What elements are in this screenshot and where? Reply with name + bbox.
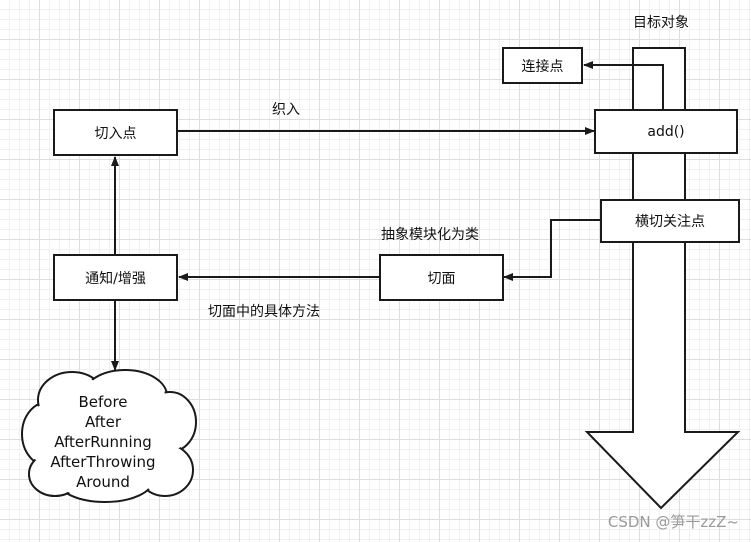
crosscutting-concern-node: 横切关注点 [600, 199, 740, 243]
crosscutting-concern-label: 横切关注点 [635, 214, 705, 230]
advice-types-list: Before After AfterRunning AfterThrowing … [28, 392, 178, 492]
advice-type-after-running: AfterRunning [54, 433, 152, 451]
join-point-node: 连接点 [502, 47, 583, 84]
edge-concern-to-aspect [503, 219, 601, 281]
edge-add-to-join-point [583, 61, 664, 111]
advice-type-around: Around [76, 473, 130, 491]
watermark: CSDN @笋干zzZ~ [607, 513, 739, 531]
weave-label: 织入 [272, 102, 300, 118]
pointcut-node: 切入点 [53, 109, 178, 156]
add-method-node: add() [594, 109, 738, 154]
join-point-label: 连接点 [521, 58, 564, 75]
add-method-label: add() [647, 123, 685, 140]
aspect-node: 切面 [379, 254, 504, 301]
aspect-label: 切面 [427, 270, 456, 287]
advice-node: 通知/增强 [53, 254, 178, 301]
advice-type-after: After [84, 413, 122, 431]
advice-type-after-throwing: AfterThrowing [50, 453, 156, 471]
pointcut-label: 切入点 [94, 125, 137, 142]
advice-label: 通知/增强 [85, 270, 146, 287]
advice-type-before: Before [78, 393, 128, 411]
abstract-to-class-label: 抽象模块化为类 [381, 227, 479, 243]
aspect-methods-label: 切面中的具体方法 [208, 304, 320, 320]
advice-types-cloud-fill [24, 372, 194, 500]
target-object-label: 目标对象 [633, 15, 689, 31]
